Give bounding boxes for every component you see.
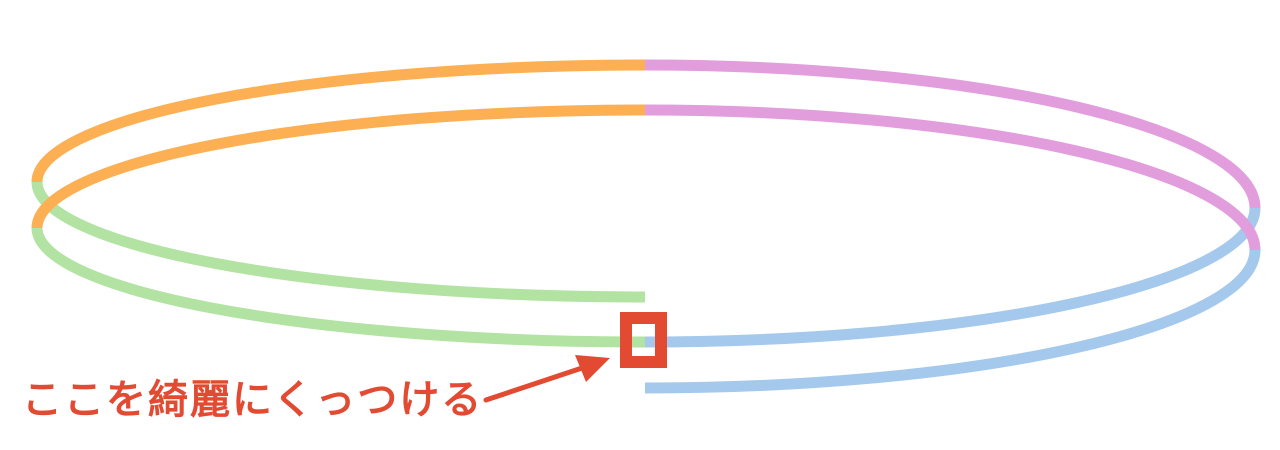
- green-segment-lower: [31, 227, 646, 348]
- green-segment-upper: [31, 181, 646, 303]
- orange-segment-upper: [31, 59, 646, 183]
- highlight-box: [620, 312, 667, 368]
- orange-segment-lower: [31, 104, 646, 229]
- pink-segment-lower: [644, 104, 1261, 251]
- blue-segment-lower: [644, 249, 1261, 394]
- pink-segment-upper: [644, 59, 1261, 209]
- annotation-label: ここを綺麗にくっつける: [22, 377, 484, 423]
- blue-segment-upper: [644, 207, 1261, 348]
- arrow-icon: [483, 355, 610, 403]
